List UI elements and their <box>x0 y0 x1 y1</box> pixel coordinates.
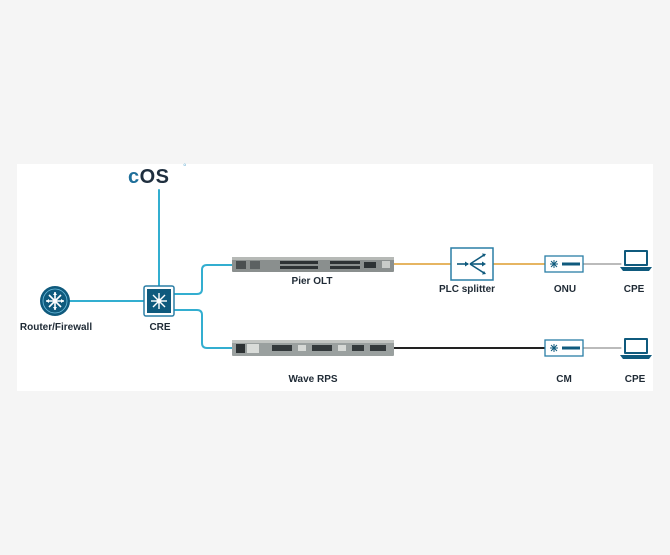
cos-logo-text: OS <box>139 166 170 188</box>
cos-logo-mark-icon: ◦ <box>183 160 188 171</box>
onu-label: ONU <box>553 284 577 295</box>
cpe-bottom-label: CPE <box>624 374 646 385</box>
cpe-laptop-icon-bottom <box>620 338 652 359</box>
router-firewall-label: Router/Firewall <box>19 322 93 333</box>
cpe-laptop-icon-top <box>620 250 652 271</box>
router-firewall-icon <box>40 286 70 316</box>
cm-icon <box>544 339 584 357</box>
plc-splitter-icon <box>450 247 494 281</box>
links <box>66 189 622 349</box>
cm-label: CM <box>556 374 572 385</box>
onu-icon <box>544 255 584 273</box>
cre-switch-icon <box>143 285 175 317</box>
pier-olt-device <box>232 257 394 272</box>
link-cre-wave-rps <box>173 309 234 349</box>
plc-splitter-label: PLC splitter <box>438 284 496 295</box>
cpe-top-label: CPE <box>623 284 645 295</box>
pier-olt-label: Pier OLT <box>291 276 333 287</box>
wave-rps-label: Wave RPS <box>288 374 338 385</box>
cos-logo: cOS ◦ <box>128 160 187 189</box>
link-cre-pier-olt <box>173 264 234 295</box>
cos-logo-prefix: c <box>128 166 140 188</box>
cre-label: CRE <box>149 322 171 333</box>
wave-rps-device <box>232 340 394 356</box>
